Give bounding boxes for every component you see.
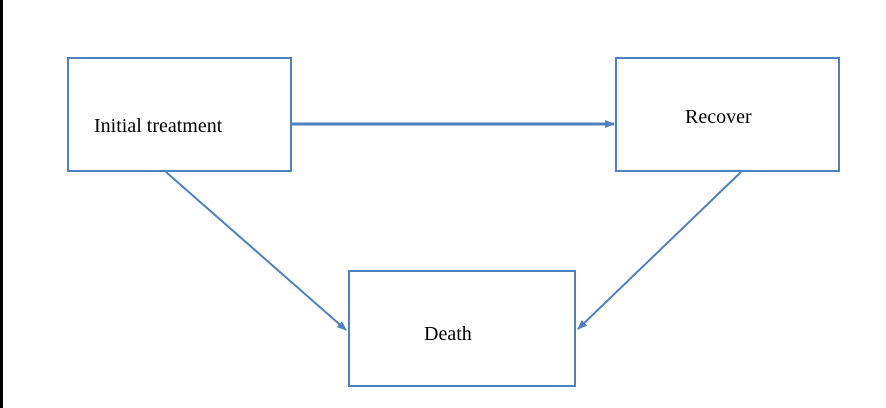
edge-initial-to-death xyxy=(165,171,347,331)
node-recover: Recover xyxy=(615,57,840,172)
frame-left-border xyxy=(0,0,3,408)
node-label-death: Death xyxy=(424,323,472,345)
node-death: Death xyxy=(348,270,576,387)
edge-recover-to-death xyxy=(577,171,742,330)
node-initial-treatment: Initial treatment xyxy=(67,57,292,172)
node-label-initial-treatment: Initial treatment xyxy=(94,115,223,137)
node-label-recover: Recover xyxy=(685,106,752,128)
